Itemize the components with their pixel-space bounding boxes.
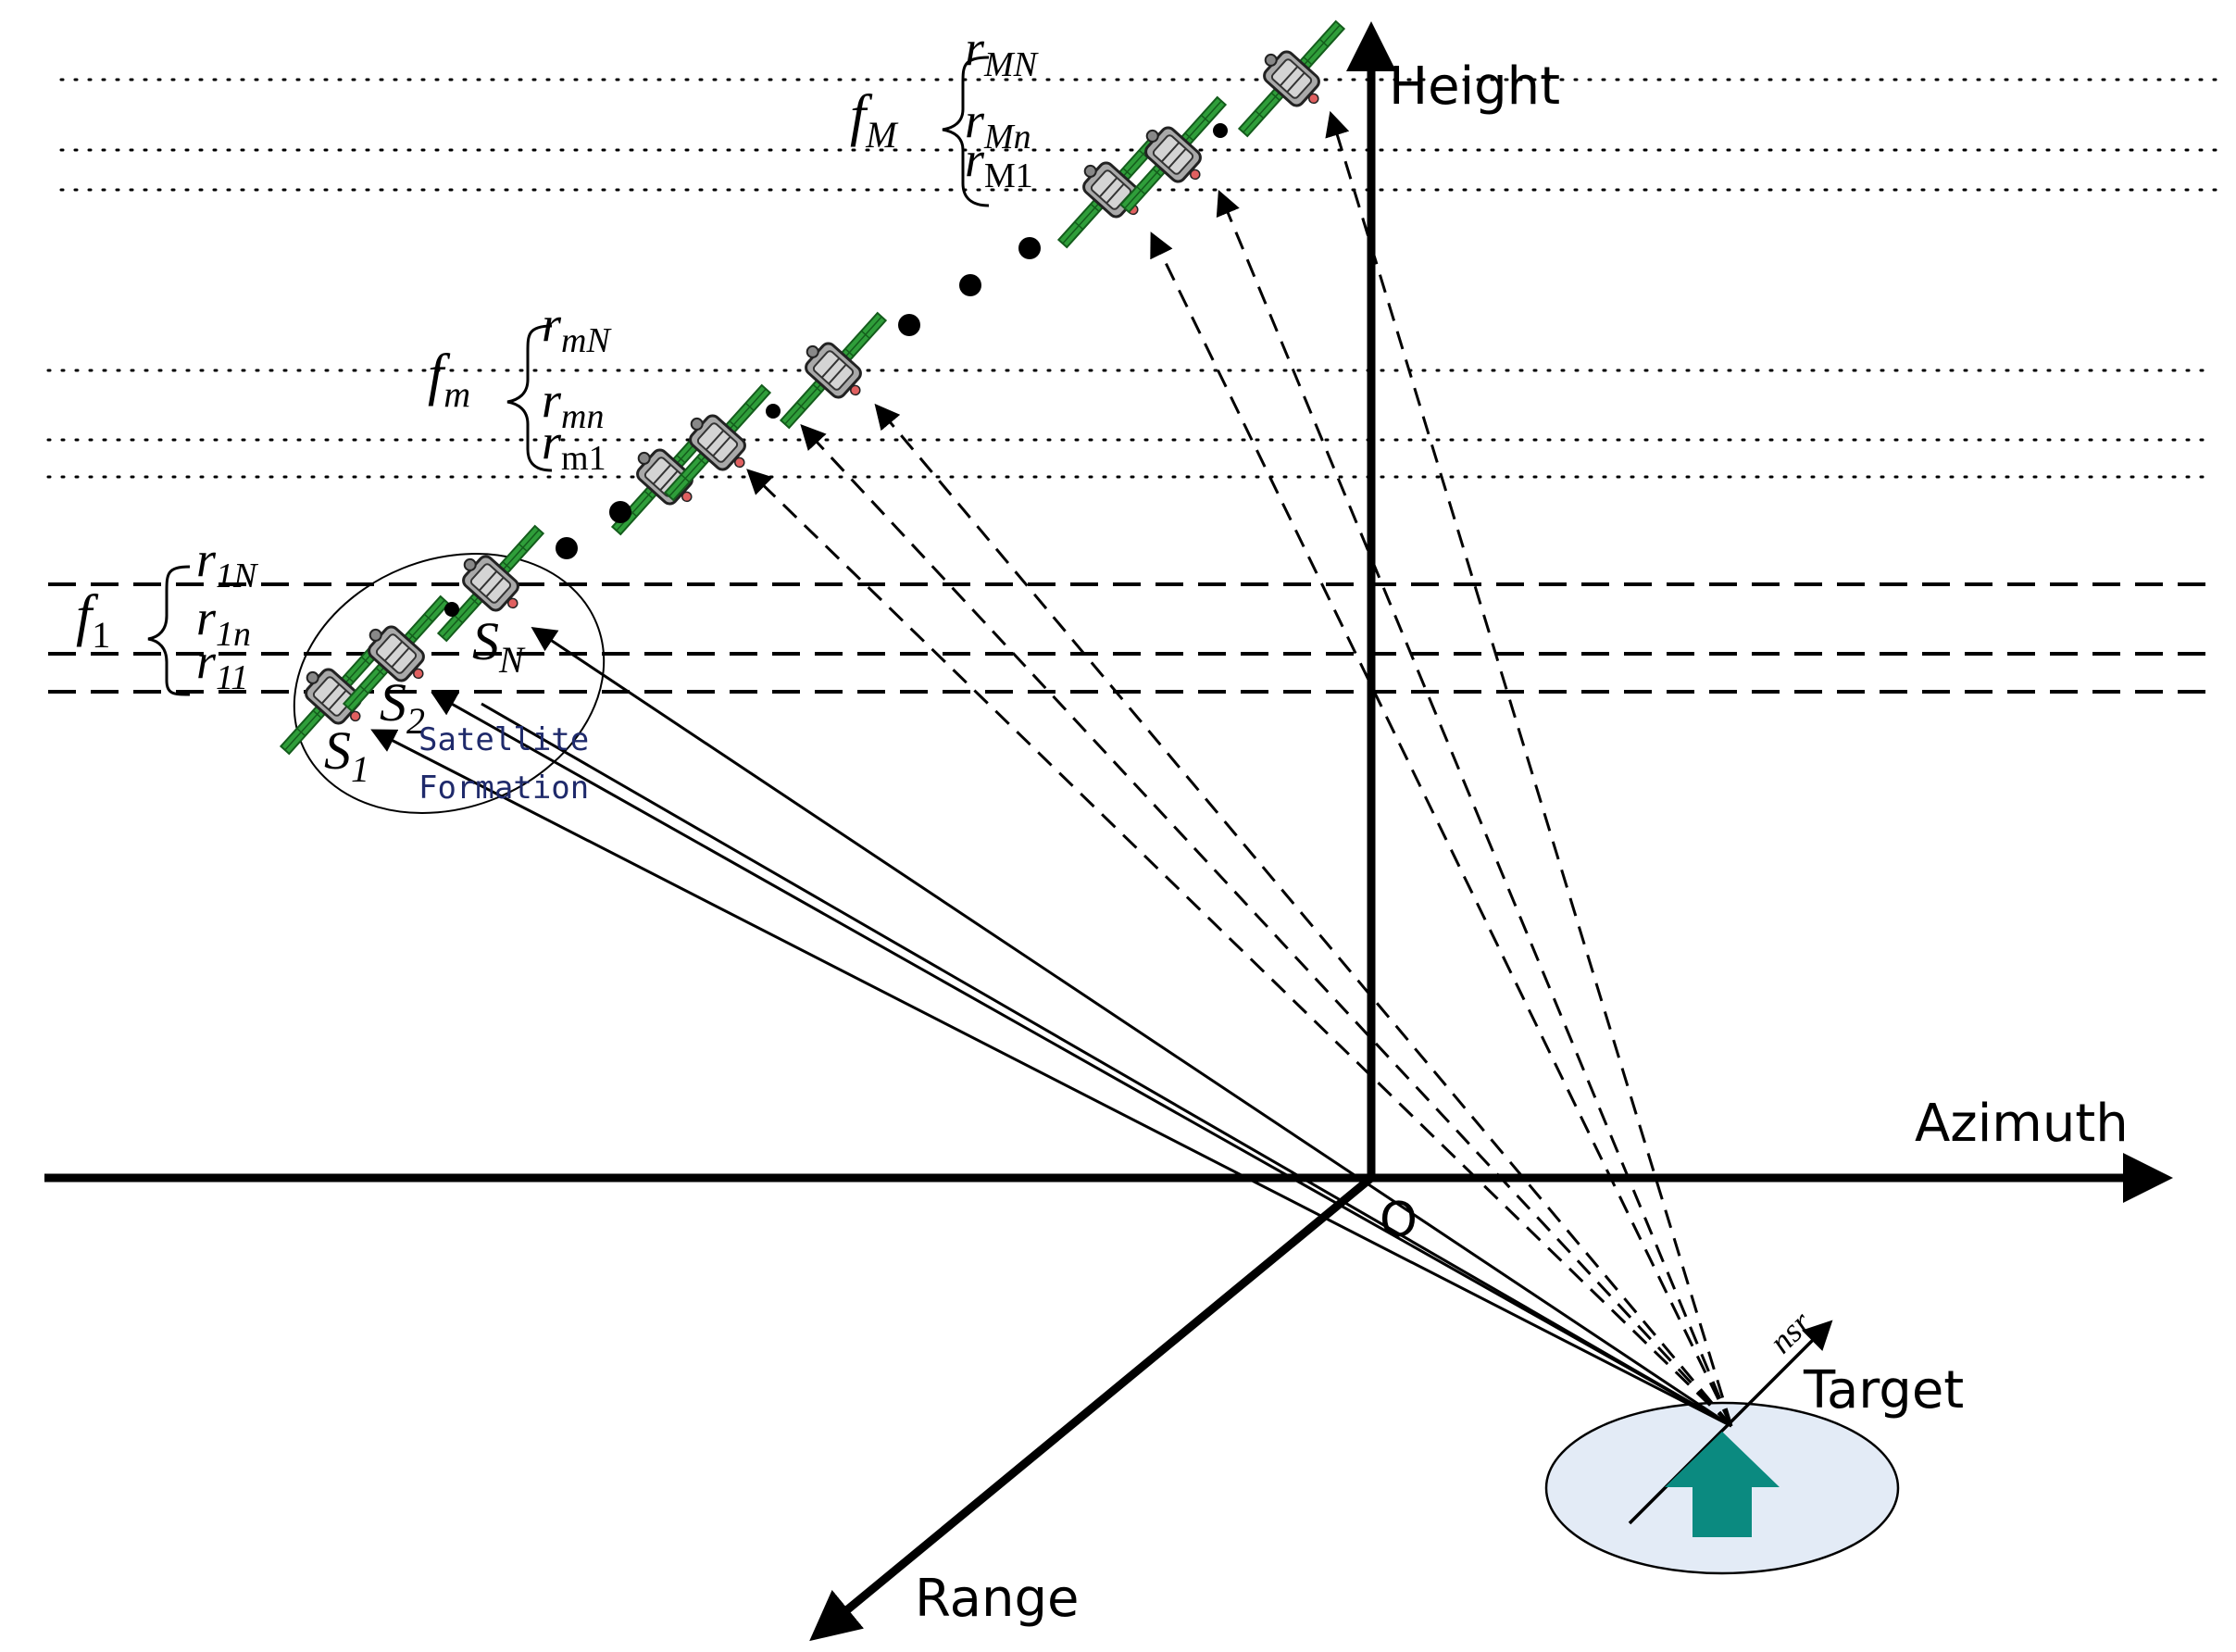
f-label-1: f1: [76, 584, 110, 656]
signal-line-MN: [1325, 110, 1733, 1427]
origin-label: O: [1380, 1193, 1418, 1248]
formation-label-line2: Formation: [418, 770, 589, 807]
formation-label-line1: Satellite: [418, 721, 589, 758]
azimuth-axis-label: Azimuth: [1915, 1094, 2129, 1154]
nsr-axis: [1628, 1320, 1833, 1525]
signal-line-M1: [1150, 232, 1733, 1427]
dashed-signal-lines: [746, 110, 1733, 1428]
signal-line-s2: [431, 692, 1732, 1428]
signal-line-Mn: [1216, 190, 1733, 1427]
satellite-label-sn: SN: [472, 611, 526, 681]
solid-signal-lines: [370, 627, 1732, 1428]
brace-group-m: [506, 324, 553, 472]
r-label-m1: rm1: [542, 414, 606, 478]
f-label-M: fM: [850, 84, 899, 156]
r-label-M1: rM1: [965, 131, 1033, 195]
height-axis-label: Height: [1389, 56, 1560, 117]
r-label-Mn: rMn: [965, 93, 1031, 156]
dotted-height-lines: [46, 78, 2219, 479]
formation-ellipse: [293, 553, 606, 814]
signal-line-mN: [874, 403, 1733, 1427]
r-label-1N: r1N: [196, 532, 259, 595]
up-arrow-icon: [1665, 1432, 1780, 1537]
satellite-label-s2: S2: [380, 672, 425, 742]
r-label-mN: rmN: [542, 296, 612, 360]
r-label-11: r11: [196, 633, 248, 697]
satellite-label-s1: S1: [324, 720, 369, 790]
signal-line-m1: [746, 469, 1733, 1428]
signal-line-s1: [370, 729, 1732, 1428]
signal-line-sn: [531, 627, 1732, 1428]
signal-line-mn: [800, 424, 1733, 1428]
r-label-MN: rMN: [965, 20, 1040, 84]
r-label-mn: rmn: [542, 372, 604, 436]
brace-group-M: [942, 56, 990, 207]
r-label-1n: r1n: [196, 590, 251, 654]
nsr-label: nsr: [1762, 1303, 1819, 1360]
ellipsis-dots: [444, 123, 1228, 617]
range-axis-label: Range: [915, 1569, 1080, 1629]
coordinate-axes: [44, 21, 2173, 1642]
satellite-icon: [758, 293, 909, 449]
satellites: [258, 1, 1368, 775]
brace-group-1: [147, 565, 191, 696]
range-axis: [809, 1174, 1374, 1642]
f-label-m: fm: [428, 344, 470, 415]
target-label: Target: [1803, 1360, 1964, 1420]
signal-line-s2b: [481, 702, 1732, 1428]
